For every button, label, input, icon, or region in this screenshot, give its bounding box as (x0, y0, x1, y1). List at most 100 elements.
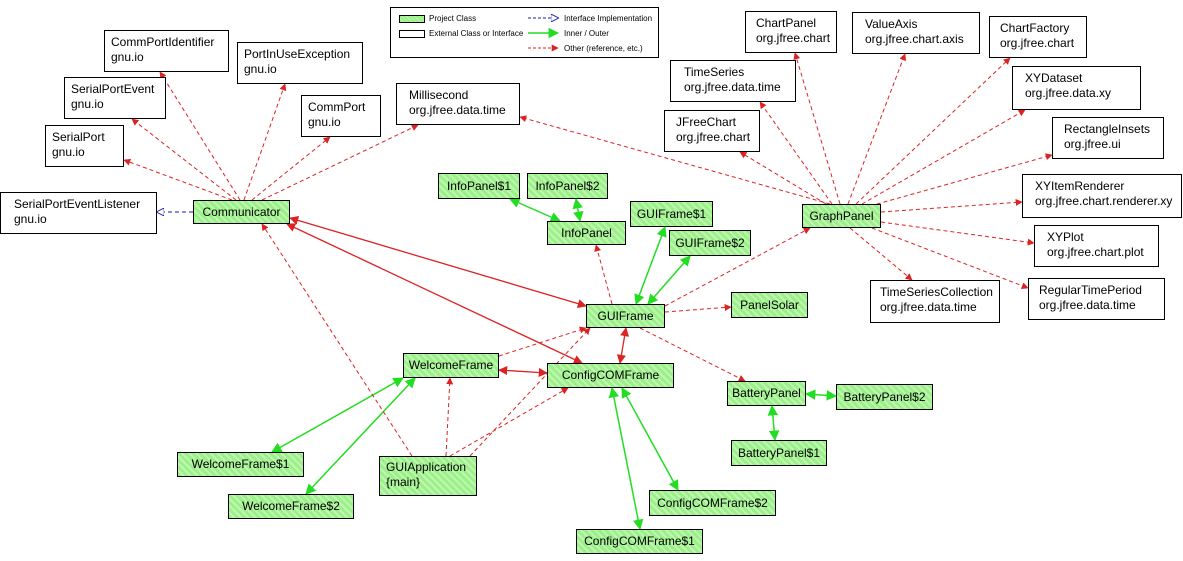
class-millisecond: Millisecond org.jfree.data.time (396, 83, 520, 125)
class-stereotype: {main} (386, 475, 421, 489)
edge-gui-application-config-com-frame (449, 387, 569, 457)
legend-inner-outer: Inner / Outer (564, 29, 609, 38)
edge-communicator-millisecond (261, 124, 419, 201)
class-config-com-frame-1: ConfigCOMFrame$1 (576, 529, 703, 554)
class-info-panel-2: InfoPanel$2 (527, 173, 608, 199)
class-package: gnu.io (111, 50, 144, 64)
class-gui-application: GUIApplication {main} (379, 456, 477, 496)
edge-graph-panel-chart-panel (793, 52, 841, 205)
class-jfree-chart: JFreeChart org.jfree.chart (664, 110, 760, 152)
class-package: gnu.io (14, 212, 47, 226)
edge-battery-panel-1 (767, 404, 780, 442)
edge-communicator-comm-port (251, 136, 331, 201)
class-name: CommPortIdentifier (111, 35, 215, 49)
class-name: TimeSeries (684, 65, 745, 79)
class-battery-panel-1: BatteryPanel$1 (731, 440, 827, 466)
class-serial-port-event-listener: SerialPortEventListener gnu.io (0, 192, 157, 234)
class-name: ChartFactory (1000, 21, 1070, 35)
edge-gui-frame-2 (647, 255, 691, 305)
class-name: SerialPortEventListener (14, 197, 141, 211)
class-gui-frame: GUIFrame (586, 304, 665, 328)
class-package: org.jfree.data.time (880, 300, 977, 314)
class-chart-factory: ChartFactory org.jfree.chart (989, 16, 1087, 58)
class-package: org.jfree.chart.renderer.xy (1035, 194, 1173, 208)
edge-communicator-comm-port-identifier (159, 71, 241, 201)
class-package: org.jfree.ui (1064, 137, 1121, 151)
class-name: PortInUseException (244, 47, 351, 61)
class-package: gnu.io (244, 62, 277, 76)
edge-welcome-frame-2 (305, 377, 416, 495)
edge-communicator-port-in-use-exception (243, 83, 287, 201)
edge-communicator-serial-port (123, 158, 233, 201)
class-name: XYItemRenderer (1035, 179, 1125, 193)
class-xy-dataset: XYDataset org.jfree.data.xy (1012, 66, 1141, 110)
class-communicator: Communicator (193, 200, 290, 224)
class-comm-port: CommPort gnu.io (301, 95, 381, 137)
edge-welcome-frame-config-com-frame (498, 365, 548, 378)
class-package: org.jfree.chart (1000, 36, 1075, 50)
class-value-axis: ValueAxis org.jfree.chart.axis (852, 12, 980, 54)
edge-gui-application-communicator (261, 223, 413, 457)
class-package: org.jfree.data.time (409, 103, 506, 117)
class-welcome-frame: WelcomeFrame (403, 353, 499, 378)
edge-graph-panel-time-series (759, 101, 833, 205)
edge-graph-panel-regular-time-period (871, 227, 1029, 290)
class-config-com-frame: ConfigCOMFrame (547, 363, 674, 388)
edge-gui-frame-info-panel (594, 244, 613, 305)
class-name: XYDataset (1025, 71, 1083, 85)
edge-info-panel-1 (509, 198, 561, 222)
class-name: RectangleInsets (1064, 122, 1151, 136)
edge-graph-panel-rectangle-insets (869, 153, 1053, 207)
edge-info-panel-2 (572, 197, 584, 223)
class-time-series: TimeSeries org.jfree.data.time (670, 60, 796, 102)
class-welcome-frame-2: WelcomeFrame$2 (228, 494, 354, 519)
class-info-panel-1: InfoPanel$1 (438, 173, 520, 199)
edge-graph-panel-value-axis (847, 53, 907, 205)
edge-config-com-frame-communicator (286, 223, 583, 364)
edge-config-com-frame-1 (608, 386, 644, 531)
class-serial-port: SerialPort gnu.io (45, 125, 124, 167)
class-info-panel: InfoPanel (547, 221, 626, 245)
class-package: org.jfree.chart (756, 31, 831, 45)
class-name: GUIApplication (386, 460, 467, 474)
class-name: SerialPortEvent (71, 82, 155, 96)
edge-gui-frame-communicator (289, 215, 587, 309)
legend-external-class: External Class or Interface (429, 29, 524, 38)
class-name: RegularTimePeriod (1039, 283, 1142, 297)
edge-graph-panel-millisecond (519, 115, 831, 205)
class-package: org.jfree.data.time (684, 80, 781, 94)
edge-graph-panel-chart-factory (855, 57, 1011, 205)
edge-config-com-frame-gui-frame (616, 327, 630, 364)
legend-other: Other (reference, etc.) (564, 44, 643, 53)
class-name: TimeSeriesCollection (880, 285, 993, 299)
class-package: org.jfree.data.xy (1025, 86, 1112, 100)
class-package: org.jfree.chart.axis (865, 32, 964, 46)
edge-gui-application-gui-frame (469, 327, 591, 457)
edge-gui-application-welcome-frame (445, 377, 454, 457)
edge-gui-frame-1 (634, 226, 667, 305)
edge-welcome-frame-gui-frame (498, 326, 587, 357)
legend: Project Class External Class or Interfac… (390, 7, 659, 58)
class-panel-solar: PanelSolar (731, 292, 808, 318)
class-package: org.jfree.chart (676, 130, 751, 144)
class-welcome-frame-1: WelcomeFrame$1 (177, 452, 304, 477)
class-battery-panel: BatteryPanel (727, 381, 806, 406)
class-package: gnu.io (52, 145, 85, 159)
class-gui-frame-1: GUIFrame$1 (630, 201, 713, 227)
class-rectangle-insets: RectangleInsets org.jfree.ui (1052, 117, 1164, 159)
edge-graph-panel-xy-dataset (861, 109, 1026, 205)
class-battery-panel-2: BatteryPanel$2 (836, 384, 933, 410)
class-regular-time-period: RegularTimePeriod org.jfree.data.time (1028, 278, 1165, 320)
class-package: gnu.io (71, 97, 104, 111)
class-name: JFreeChart (676, 115, 737, 129)
edge-graph-panel-time-series-collection (849, 227, 913, 281)
class-xy-plot: XYPlot org.jfree.chart.plot (1034, 225, 1159, 267)
class-package: org.jfree.chart.plot (1047, 245, 1144, 259)
project-class-swatch (399, 15, 425, 23)
class-name: SerialPort (52, 130, 105, 144)
class-graph-panel: GraphPanel (802, 204, 881, 228)
external-class-swatch (399, 30, 425, 38)
edge-graph-panel-jfree-chart (739, 151, 827, 205)
class-name: CommPort (308, 100, 366, 114)
